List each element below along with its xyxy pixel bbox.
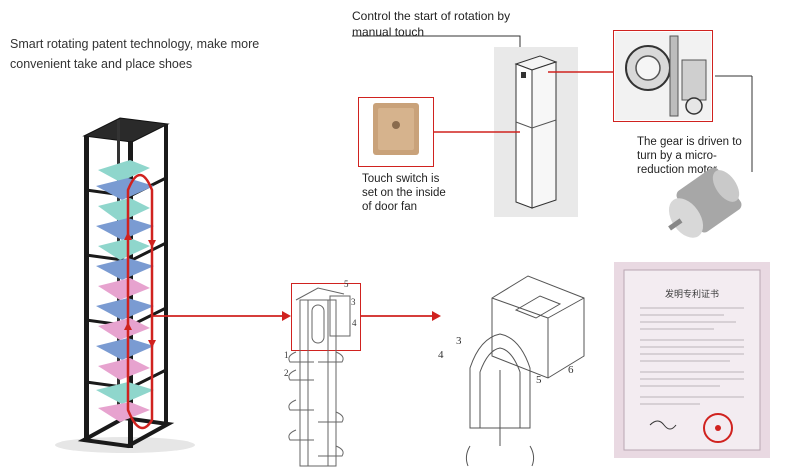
rotation-path bbox=[126, 173, 154, 430]
label-right-6: 6 bbox=[568, 364, 574, 376]
certificate-title: 发明专利证书 bbox=[665, 288, 719, 300]
patent-certificate: 发明专利证书 bbox=[614, 262, 770, 458]
touch-caption: Touch switch is set on the inside of doo… bbox=[362, 173, 446, 213]
micro-motor-render bbox=[668, 167, 742, 238]
shoe-stack bbox=[96, 160, 154, 422]
label-right-5: 5 bbox=[536, 374, 542, 386]
mechanism-sketch bbox=[288, 287, 351, 467]
label-left-5: 5 bbox=[344, 279, 349, 289]
label-left-1: 1 bbox=[284, 350, 289, 360]
headline-text: Smart rotating patent technology, make m… bbox=[10, 37, 260, 71]
gear-caption: The gear is driven to turn by a micro-re… bbox=[637, 136, 742, 176]
label-left-3: 3 bbox=[351, 297, 356, 307]
label-right-3: 3 bbox=[456, 335, 462, 347]
mechanism-highlight-box bbox=[291, 283, 361, 351]
label-left-4: 4 bbox=[352, 318, 357, 328]
rotating-shoe-cabinet bbox=[55, 117, 195, 453]
seal-stamp-icon bbox=[703, 413, 733, 443]
touch-switch-box bbox=[358, 97, 434, 167]
gear-detail-box bbox=[613, 30, 713, 122]
label-left-2: 2 bbox=[284, 368, 289, 378]
gear-detail-render bbox=[615, 32, 711, 120]
label-right-4: 4 bbox=[438, 349, 444, 361]
detail-sketch bbox=[465, 275, 585, 467]
touch-switch-render bbox=[373, 103, 419, 155]
